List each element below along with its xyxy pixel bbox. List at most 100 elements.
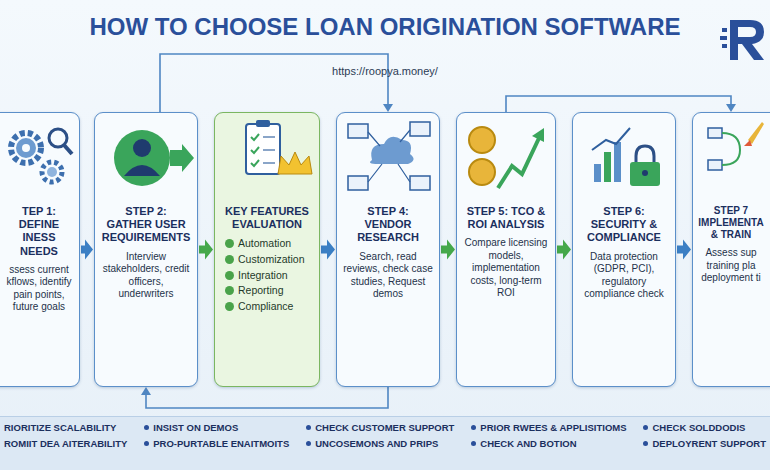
drawing-part <box>368 130 410 182</box>
tip-item: CHECK SOLDDODIS <box>643 422 766 433</box>
feature-text: Reporting <box>238 284 284 296</box>
tips-column: CHECK CUSTOMER SUPPORT UNCOSEMONS AND PRI… <box>306 422 454 449</box>
process-card: STEP 4: VENDOR RESEARCH Search, read revi… <box>336 112 440 387</box>
drawing-part <box>22 144 30 152</box>
drawing-part <box>263 137 275 163</box>
drawing-part <box>348 124 368 138</box>
card-heading: TEP 1: DEFINE INESS NEEDS <box>5 205 73 258</box>
gear-icon <box>11 129 72 182</box>
bullet-dot <box>225 286 234 295</box>
tip-text: RIORITIZE SCALABILITY <box>4 422 116 433</box>
drawing-part <box>49 129 67 147</box>
tips-column: INSIST ON DEMOS PRO-PURTABLE ENAITMOITS <box>144 422 289 449</box>
bullet-dot <box>471 425 476 430</box>
tip-text: UNCOSEMONS AND PRIPS <box>315 438 438 449</box>
card-body: Search, read reviews, check case studies… <box>343 251 433 301</box>
drawing-part <box>642 170 648 176</box>
tip-item: UNCOSEMONS AND PRIPS <box>306 438 454 449</box>
drawing-part <box>636 146 654 164</box>
process-card: KEY FEATURES EVALUATION AutomationCustomi… <box>214 112 320 387</box>
feature-text: Customization <box>238 253 305 265</box>
tip-text: PRO-PURTABLE ENAITMOITS <box>153 438 289 449</box>
tip-text: CHECK CUSTOMER SUPPORT <box>315 422 454 433</box>
drawing-part <box>141 104 736 395</box>
drawing-part <box>708 128 722 138</box>
drawing-part <box>146 54 731 408</box>
flow-arrow <box>441 240 455 260</box>
drawing-part <box>410 176 430 190</box>
drawing-part <box>498 136 540 188</box>
flow-arrow <box>677 240 691 260</box>
card-heading: STEP 7 IMPLEMENTA & TRAIN <box>698 205 764 241</box>
feature-item: Automation <box>225 237 313 250</box>
drawing-part <box>469 159 495 185</box>
title: HOW TO CHOOSE LOAN ORIGINATION SOFTWARE <box>0 13 770 41</box>
drawing-part <box>614 142 621 182</box>
card-body: Assess sup training pla deployment ti <box>698 247 764 285</box>
drawing-part <box>146 387 388 408</box>
drawing-part <box>251 134 259 166</box>
bullet-dot <box>144 441 149 446</box>
process-card: TEP 1: DEFINE INESS NEEDS ssess current k… <box>0 112 80 387</box>
drawing-part <box>383 104 393 112</box>
feature-item: Compliance <box>225 300 313 313</box>
card-heading: STEP 4: VENDOR RESEARCH <box>343 205 433 245</box>
process-card: STEP 5: TCO & ROI ANALYSISCompare licens… <box>456 112 556 387</box>
bullet-dot <box>306 425 311 430</box>
tip-item: PRIOR RWEES & APPLISITIOMS <box>471 422 626 433</box>
card-body: ssess current kflows, identify pain poin… <box>5 264 73 314</box>
bullet-dot <box>643 441 648 446</box>
drawing-part <box>722 133 740 165</box>
tip-text: CHECK SOLDDODIS <box>652 422 745 433</box>
feature-text: Compliance <box>238 300 293 312</box>
drawing-part <box>594 164 601 182</box>
tips-column: PRIOR RWEES & APPLISITIOMS CHECK AND BOTI… <box>471 422 626 449</box>
roi-icon <box>469 127 544 188</box>
drawing-part <box>532 128 544 142</box>
flow-arrow <box>199 240 213 260</box>
bullet-dot <box>225 255 234 264</box>
drawing-part <box>410 122 430 136</box>
drawing-part <box>348 176 368 190</box>
bullet-dot <box>225 302 234 311</box>
drawing-part <box>630 162 660 186</box>
drawing-part <box>708 160 722 170</box>
drawing-part <box>370 137 414 164</box>
card-heading: STEP 6: SECURITY & COMPLIANCE <box>579 205 669 245</box>
url-label: https://roopya.money/ <box>0 65 770 77</box>
feature-text: Automation <box>238 237 291 249</box>
tip-text: INSIST ON DEMOS <box>153 422 238 433</box>
cloud-network-icon <box>348 122 430 190</box>
drawing-part <box>720 36 727 40</box>
tip-text: ROMIIT DEA AITERABILITY <box>4 438 127 449</box>
drawing-part <box>722 44 727 48</box>
process-card: STEP 7 IMPLEMENTA & TRAIN Assess sup trai… <box>692 112 770 387</box>
drawing-part <box>592 128 630 150</box>
bullet-dot <box>306 441 311 446</box>
flow-arrow <box>321 240 335 260</box>
process-card: STEP 6: SECURITY & COMPLIANCEData protec… <box>572 112 676 387</box>
drawing-part <box>42 162 62 182</box>
bullet-dot <box>225 239 234 248</box>
drawing-part <box>730 20 764 60</box>
drawing-part <box>744 140 752 146</box>
drawing-part <box>604 152 611 182</box>
card-body: Interview stakeholders, credit officers,… <box>101 251 191 301</box>
drawing-part <box>141 387 151 395</box>
tip-text: DEPLOYRENT SUPPORT <box>652 438 766 449</box>
card-heading: STEP 2: GATHER USER REQUIREMENTS <box>101 205 191 245</box>
feature-item: Reporting <box>225 284 313 297</box>
drawing-part <box>246 124 280 174</box>
feature-item: Integration <box>225 269 313 282</box>
tips-column: RIORITIZE SCALABILITY ROMIIT DEA AITERABI… <box>4 422 127 449</box>
card-heading: KEY FEATURES EVALUATION <box>221 205 313 231</box>
drawing-part <box>124 165 160 176</box>
drawing-part <box>469 127 495 153</box>
drawing-part <box>47 167 57 177</box>
tip-item: CHECK AND BOTION <box>471 438 626 449</box>
drawing-part <box>278 152 312 174</box>
tip-text: CHECK AND BOTION <box>480 438 576 449</box>
drawing-part <box>506 96 731 112</box>
drawing-part <box>133 139 151 157</box>
feature-item: Customization <box>225 253 313 266</box>
